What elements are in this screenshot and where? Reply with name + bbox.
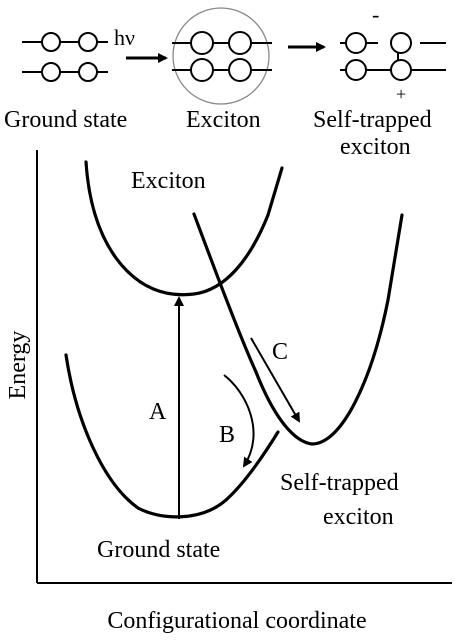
ground-state-curve-label: Ground state [97, 537, 220, 563]
energy-diagram: A B C Exciton Ground state Self-trapped … [5, 150, 452, 634]
transition-a-label: A [149, 399, 167, 425]
exciton-curve-label: Exciton [131, 168, 206, 194]
self-trapped-curve [192, 212, 404, 446]
exciton-curve [84, 160, 284, 297]
self-trapped-label-line1: Self-trapped [313, 107, 432, 133]
exciton-lattice [172, 7, 272, 105]
plus-sign: + [396, 84, 406, 104]
ground-state-label: Ground state [4, 107, 127, 133]
exciton-ring [172, 7, 270, 105]
transition-b-label: B [219, 422, 235, 448]
self-trapped-lattice [340, 32, 446, 81]
top-schematic: hν - + G [4, 2, 446, 160]
minus-sign: - [372, 2, 379, 27]
exciton-label: Exciton [186, 107, 261, 133]
transition-c-arrow [250, 337, 301, 423]
axes [36, 150, 452, 584]
self-trapped-label-line2: exciton [340, 134, 411, 160]
self-trapped-curve-label-line2: exciton [323, 504, 394, 530]
photon-label: hν [114, 25, 135, 50]
self-trapped-curve-label-line1: Self-trapped [280, 470, 399, 496]
x-axis-label: Configurational coordinate [107, 608, 366, 634]
ground-state-lattice [22, 32, 108, 82]
transition-c-label: C [272, 339, 288, 365]
transition-b-arrow [223, 374, 255, 468]
y-axis-label: Energy [5, 331, 31, 400]
ground-state-curve [64, 353, 280, 519]
